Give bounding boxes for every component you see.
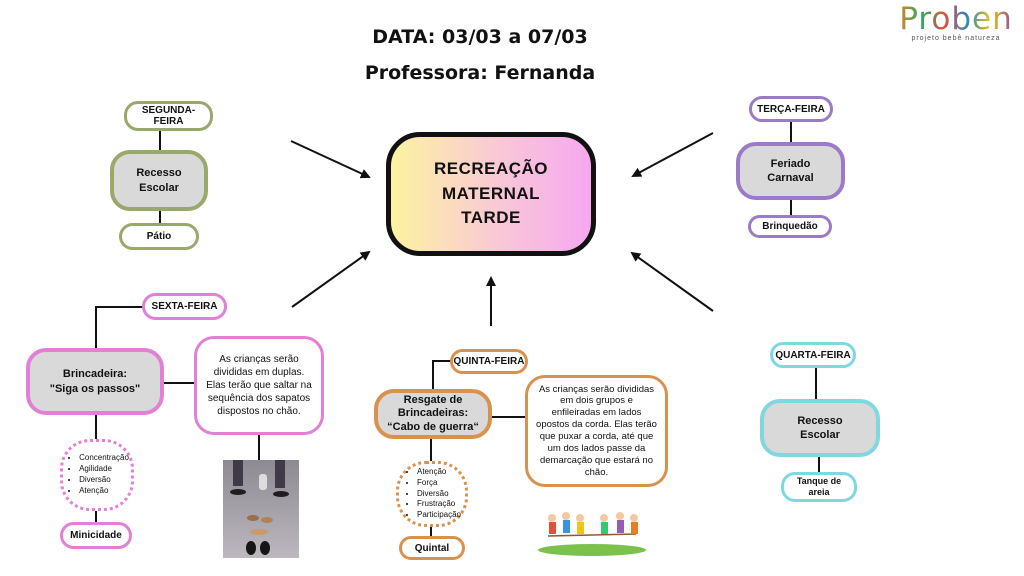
friday-activity-line-2: "Siga os passos" — [49, 382, 141, 395]
date-title: DATA: 03/03 a 07/03 — [372, 26, 588, 48]
wednesday-activity-line-2: Escolar — [800, 429, 840, 441]
arrow-tuesday — [631, 132, 714, 177]
arrow-monday — [290, 140, 371, 179]
monday-activity-line-2: Escolar — [139, 181, 179, 194]
thursday-activity-line-2: Brincadeiras: — [397, 407, 469, 420]
friday-activity-box: Brincadeira: "Siga os passos" — [26, 348, 164, 415]
friday-description: As crianças serão divididas em duplas. E… — [194, 336, 324, 435]
tuesday-activity-box: Feriado Carnaval — [736, 142, 845, 200]
shoes-illustration — [230, 460, 289, 555]
thursday-activity-line-1: Resgate de — [403, 394, 463, 407]
thursday-skill: Participação — [417, 510, 461, 521]
friday-photo — [223, 460, 299, 558]
friday-skill: Diversão — [79, 475, 129, 486]
thursday-activity-box: Resgate de Brincadeiras: “Cabo de guerra… — [374, 389, 492, 439]
proben-logo: Proben projeto bebê natureza — [898, 4, 1014, 52]
monday-activity-box: Recesso Escolar — [110, 150, 208, 211]
wednesday-activity-box: Recesso Escolar — [760, 399, 880, 457]
monday-activity-line-1: Recesso — [136, 167, 182, 180]
friday-activity-line-1: Brincadeira: — [62, 368, 128, 381]
friday-skill: Agilidade — [79, 464, 129, 475]
thursday-skill: Frustração — [417, 499, 461, 510]
friday-skill: Atenção — [79, 486, 129, 497]
wednesday-day-label: QUARTA-FEIRA — [770, 342, 856, 368]
thursday-activity-line-3: “Cabo de guerra“ — [387, 420, 479, 433]
arrow-friday — [291, 250, 371, 308]
center-line-3: TARDE — [461, 208, 521, 228]
tuesday-activity-line-2: Carnaval — [767, 172, 814, 184]
friday-place: Minicidade — [60, 522, 132, 549]
wednesday-place: Tanque de areia — [781, 472, 857, 502]
friday-day-label: SEXTA-FEIRA — [142, 293, 227, 320]
thursday-description: As crianças serão divididas em dois grup… — [525, 375, 668, 487]
thursday-skills-list: Atenção Força Diversão Frustração Partic… — [396, 461, 468, 527]
thursday-place: Quintal — [399, 536, 465, 560]
monday-day-label: SEGUNDA-FEIRA — [124, 101, 213, 131]
friday-skill: Concentração — [79, 453, 129, 464]
thursday-day-label: QUINTA-FEIRA — [450, 349, 528, 374]
tuesday-day-label: TERÇA-FEIRA — [749, 96, 833, 122]
tuesday-activity-line-1: Feriado — [770, 157, 811, 170]
center-line-2: MATERNAL — [441, 183, 541, 203]
wednesday-place-line-1: Tanque de — [796, 476, 842, 487]
wednesday-place-line-2: areia — [808, 487, 830, 497]
logo-word: Proben — [899, 1, 1013, 37]
teacher-title: Professora: Fernanda — [364, 62, 596, 84]
wednesday-activity-line-1: Recesso — [797, 414, 843, 427]
logo-subtitle: projeto bebê natureza — [911, 35, 1001, 42]
thursday-skill: Força — [417, 478, 461, 489]
monday-place: Pátio — [119, 223, 199, 250]
friday-skills-list: Concentração Agilidade Diversão Atenção — [60, 439, 134, 511]
thursday-skill: Diversão — [417, 489, 461, 500]
arrow-wednesday — [630, 251, 714, 312]
tug-of-war-illustration — [538, 512, 646, 556]
tuesday-place: Brinquedão — [748, 215, 832, 238]
thursday-skill: Atenção — [417, 467, 461, 478]
center-node: RECREAÇÃO MATERNAL TARDE — [386, 132, 596, 256]
friday-connector — [95, 306, 97, 350]
center-line-1: RECREAÇÃO — [433, 159, 549, 179]
